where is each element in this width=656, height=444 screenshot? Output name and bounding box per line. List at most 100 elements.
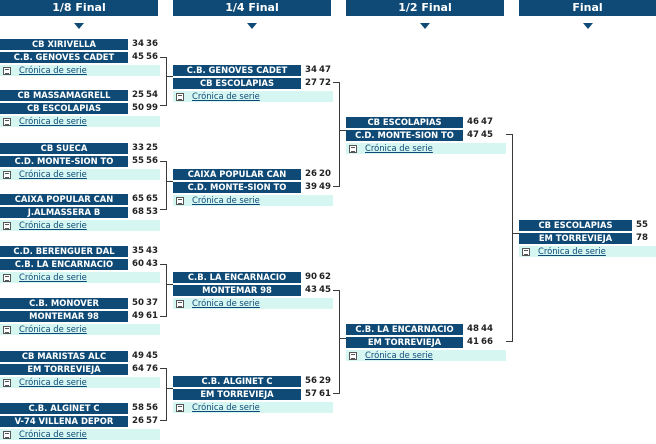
team-name[interactable]: C.D. BERENGUER DAL xyxy=(0,246,128,257)
score-game-1: 48 xyxy=(467,324,479,334)
score-game-1: 27 xyxy=(305,78,317,88)
bracket-connector xyxy=(160,105,166,106)
team-name[interactable]: CB MASSAMAGRELL xyxy=(0,90,128,101)
cronica-link[interactable]: Crónica de serie xyxy=(365,143,433,153)
document-icon xyxy=(176,300,184,308)
document-icon xyxy=(3,67,11,75)
cronica-row: Crónica de serie xyxy=(173,195,333,206)
team-name[interactable]: C.B. ALGINET C xyxy=(0,403,128,414)
round-header-eighths: 1/8 Final xyxy=(0,0,158,16)
team-name[interactable]: CAIXA POPULAR CAN xyxy=(173,169,301,180)
team-name[interactable]: J.ALMASSERA B xyxy=(0,207,128,218)
cronica-row: Crónica de serie xyxy=(0,169,160,180)
team-name[interactable]: C.B. LA ENCARNACIO xyxy=(173,272,301,283)
score-game-2: 47 xyxy=(319,65,331,75)
score-game-2: 49 xyxy=(319,182,331,192)
team-name[interactable]: EM TORREVIEJA xyxy=(173,389,301,400)
cronica-link[interactable]: Crónica de serie xyxy=(19,324,87,334)
bracket-connector xyxy=(166,264,167,317)
score-game-2: 54 xyxy=(146,90,158,100)
team-name[interactable]: CB ESCOLAPIAS xyxy=(346,117,463,128)
score-game-1: 57 xyxy=(305,389,317,399)
score-game-2: 61 xyxy=(146,311,158,321)
score-game-2: 37 xyxy=(146,298,158,308)
team-name[interactable]: EM TORREVIEJA xyxy=(0,364,128,375)
team-name[interactable]: MONTEMAR 98 xyxy=(0,311,128,322)
bracket-connector xyxy=(506,341,512,342)
score-game-1: 26 xyxy=(305,169,317,179)
bracket-connector xyxy=(166,388,173,389)
team-name[interactable]: C.D. MONTE-SION TO xyxy=(346,130,463,141)
cronica-link[interactable]: Crónica de serie xyxy=(19,272,87,282)
chevron-down-icon xyxy=(420,23,430,29)
document-icon xyxy=(3,431,11,439)
score-game-2: 56 xyxy=(146,52,158,62)
document-icon xyxy=(3,326,11,334)
team-name[interactable]: EM TORREVIEJA xyxy=(519,233,632,244)
team-name[interactable]: C.B. GENOVES CADET xyxy=(0,52,128,63)
cronica-link[interactable]: Crónica de serie xyxy=(365,350,433,360)
bracket-connector xyxy=(339,130,346,131)
cronica-link[interactable]: Crónica de serie xyxy=(19,429,87,439)
document-icon xyxy=(176,197,184,205)
cronica-link[interactable]: Crónica de serie xyxy=(19,65,87,75)
chevron-down-icon xyxy=(583,23,593,29)
score-game-2: 61 xyxy=(319,389,331,399)
bracket-connector xyxy=(160,316,166,317)
cronica-link[interactable]: Crónica de serie xyxy=(19,169,87,179)
team-name[interactable]: C.B. ALGINET C xyxy=(173,376,301,387)
cronica-row: Crónica de serie xyxy=(173,402,333,413)
score-game-1: 34 xyxy=(132,39,144,49)
cronica-link[interactable]: Crónica de serie xyxy=(192,91,260,101)
cronica-link[interactable]: Crónica de serie xyxy=(192,298,260,308)
team-name[interactable]: CB ESCOLAPIAS xyxy=(0,103,128,114)
cronica-link[interactable]: Crónica de serie xyxy=(538,246,606,256)
team-name[interactable]: EM TORREVIEJA xyxy=(346,337,463,348)
cronica-row: Crónica de serie xyxy=(0,429,160,440)
bracket-connector xyxy=(166,368,167,421)
score-game-1: 55 xyxy=(636,220,648,230)
team-name[interactable]: CB MARISTAS ALC xyxy=(0,351,128,362)
team-name[interactable]: C.B. MONOVER xyxy=(0,298,128,309)
team-name[interactable]: C.B. LA ENCARNACIO xyxy=(346,324,463,335)
cronica-link[interactable]: Crónica de serie xyxy=(192,195,260,205)
team-name[interactable]: C.D. MONTE-SION TO xyxy=(0,156,128,167)
team-name[interactable]: MONTEMAR 98 xyxy=(173,285,301,296)
document-icon xyxy=(522,248,530,256)
bracket-connector xyxy=(339,338,346,339)
team-name[interactable]: C.B. GENOVES CADET xyxy=(173,65,301,76)
team-name[interactable]: CB XIRIVELLA xyxy=(0,39,128,50)
team-name[interactable]: CB ESCOLAPIAS xyxy=(173,78,301,89)
cronica-link[interactable]: Crónica de serie xyxy=(19,220,87,230)
score-game-2: 29 xyxy=(319,376,331,386)
team-name[interactable]: C.B. LA ENCARNACIO xyxy=(0,259,128,270)
score-game-1: 34 xyxy=(305,65,317,75)
team-name[interactable]: CB SUECA xyxy=(0,143,128,154)
score-game-1: 64 xyxy=(132,364,144,374)
bracket-connector xyxy=(166,76,173,77)
team-name[interactable]: C.D. MONTE-SION TO xyxy=(173,182,301,193)
score-game-2: 36 xyxy=(146,39,158,49)
cronica-link[interactable]: Crónica de serie xyxy=(19,116,87,126)
bracket-connector xyxy=(333,290,339,291)
team-name[interactable]: CAIXA POPULAR CAN xyxy=(0,194,128,205)
score-game-1: 45 xyxy=(132,52,144,62)
cronica-row: Crónica de serie xyxy=(0,65,160,76)
team-name[interactable]: V-74 VILLENA DEPOR xyxy=(0,416,128,427)
score-game-1: 55 xyxy=(132,156,144,166)
round-header-final: Final xyxy=(519,0,656,16)
team-name[interactable]: CB ESCOLAPIAS xyxy=(519,220,632,231)
cronica-link[interactable]: Crónica de serie xyxy=(192,402,260,412)
score-game-1: 49 xyxy=(132,351,144,361)
cronica-link[interactable]: Crónica de serie xyxy=(19,377,87,387)
